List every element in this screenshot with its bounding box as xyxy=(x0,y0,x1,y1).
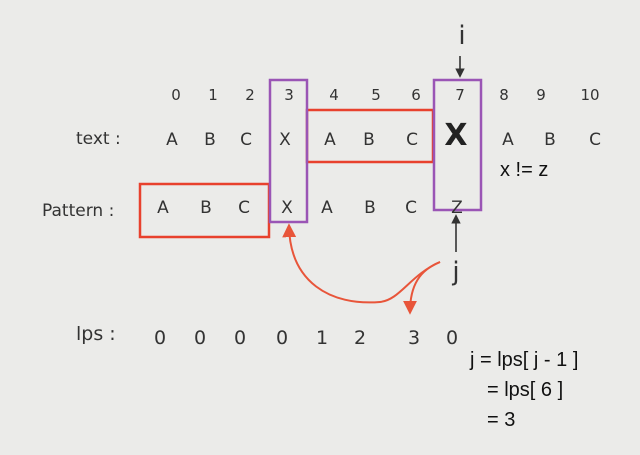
index-row: 0 1 2 3 4 5 6 7 8 9 10 xyxy=(171,86,599,104)
index-label-3: 3 xyxy=(284,86,294,104)
index-label-9: 9 xyxy=(536,86,546,104)
text-char-4: A xyxy=(324,130,336,150)
index-label-0: 0 xyxy=(171,86,181,104)
jump-arrow-to-lps xyxy=(403,261,441,315)
index-label-8: 8 xyxy=(499,86,509,104)
lps-value-6: 3 xyxy=(408,327,420,349)
text-row-label: text : xyxy=(76,129,121,149)
text-char-7: X xyxy=(444,118,467,153)
index-label-4: 4 xyxy=(329,86,339,104)
pattern-char-1: B xyxy=(200,198,212,218)
equation-line-3: = 3 xyxy=(487,409,515,431)
lps-value-0: 0 xyxy=(154,327,166,349)
pattern-char-5: B xyxy=(364,198,376,218)
index-label-7: 7 xyxy=(455,86,465,104)
pattern-char-0: A xyxy=(157,198,169,218)
pattern-char-6: C xyxy=(405,198,417,218)
text-char-9: B xyxy=(544,130,556,150)
index-label-6: 6 xyxy=(411,86,421,104)
text-char-0: A xyxy=(166,130,178,150)
lps-value-3: 0 xyxy=(276,327,288,349)
pointer-i-label: i xyxy=(458,21,465,51)
text-char-1: B xyxy=(204,130,216,150)
text-char-8: A xyxy=(502,130,514,150)
equation-line-1: j = lps[ j - 1 ] xyxy=(469,349,578,371)
lps-row-label: lps : xyxy=(76,323,116,345)
lps-row: 0 0 0 0 1 2 3 0 xyxy=(154,327,458,349)
index-7-purple-box xyxy=(432,78,483,212)
pointer-j-label: j xyxy=(451,257,459,287)
text-char-5: B xyxy=(363,130,375,150)
text-char-2: C xyxy=(240,130,252,150)
pattern-char-4: A xyxy=(321,198,333,218)
index-3-purple-box xyxy=(268,78,309,224)
index-label-1: 1 xyxy=(208,86,218,104)
pattern-char-7: Z xyxy=(451,198,463,218)
index-label-10: 10 xyxy=(580,86,599,104)
pattern-char-2: C xyxy=(238,198,250,218)
lps-value-1: 0 xyxy=(194,327,206,349)
lps-value-4: 1 xyxy=(316,327,328,349)
text-char-3: X xyxy=(279,130,291,150)
jump-arrow-to-pattern xyxy=(282,223,441,304)
mismatch-note: x != z xyxy=(500,159,548,181)
lps-value-5: 2 xyxy=(354,327,366,349)
text-char-6: C xyxy=(406,130,418,150)
index-label-2: 2 xyxy=(245,86,255,104)
pattern-row-label: Pattern : xyxy=(42,201,114,221)
equation-line-2: = lps[ 6 ] xyxy=(487,379,563,401)
index-label-5: 5 xyxy=(371,86,381,104)
lps-value-2: 0 xyxy=(234,327,246,349)
pattern-char-3: X xyxy=(281,198,293,218)
lps-value-7: 0 xyxy=(446,327,458,349)
text-char-10: C xyxy=(589,130,601,150)
